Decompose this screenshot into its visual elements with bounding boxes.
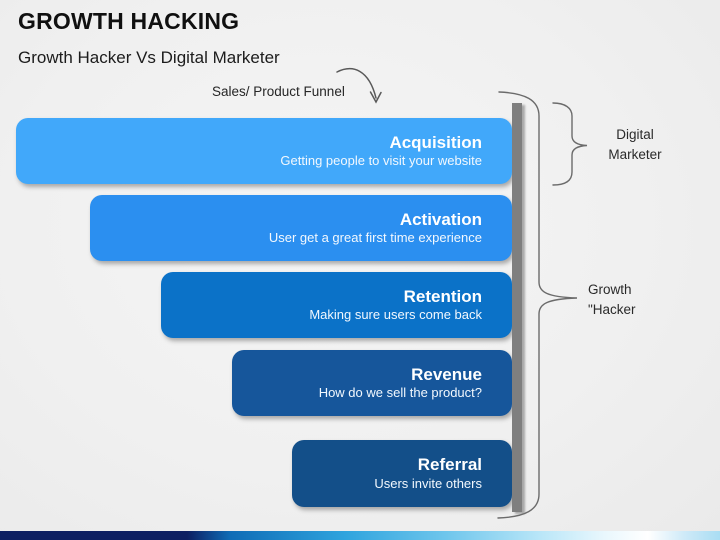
label-digital-marketer: Digital Marketer [594,125,676,166]
stage-name: Referral [417,455,482,475]
stage-name: Acquisition [389,132,482,152]
funnel-stage-retention: Retention Making sure users come back [161,272,512,338]
label-growth-hacker-line1: Growth [588,282,632,297]
stage-description: Users invite others [374,475,482,491]
stage-description: Getting people to visit your website [280,153,482,169]
label-growth-hacker-line2: "Hacker [588,302,636,318]
stage-name: Revenue [411,364,482,384]
label-digital-marketer-line2: Marketer [608,147,662,163]
stage-name: Retention [403,286,482,306]
page-subtitle: Growth Hacker Vs Digital Marketer [18,48,280,67]
page-title: GROWTH HACKING [18,8,240,34]
funnel-caption: Sales/ Product Funnel [212,84,345,99]
funnel-stage-revenue: Revenue How do we sell the product? [232,350,512,416]
funnel-axis-bar [512,103,522,512]
label-growth-hacker: Growth "Hacker [588,280,636,321]
curved-arrow-icon [336,68,382,104]
funnel-stage-referral: Referral Users invite others [292,440,512,507]
label-digital-marketer-line1: Digital [616,127,654,142]
funnel-stage-activation: Activation User get a great first time e… [90,195,512,261]
footer-accent-bar [0,531,720,540]
funnel-stage-acquisition: Acquisition Getting people to visit your… [16,118,512,184]
growth-hacker-bracket [497,91,578,519]
stage-name: Activation [399,209,482,229]
stage-description: User get a great first time experience [268,230,482,246]
stage-description: How do we sell the product? [318,385,482,401]
digital-marketer-bracket [552,102,588,186]
stage-description: Making sure users come back [309,307,482,323]
